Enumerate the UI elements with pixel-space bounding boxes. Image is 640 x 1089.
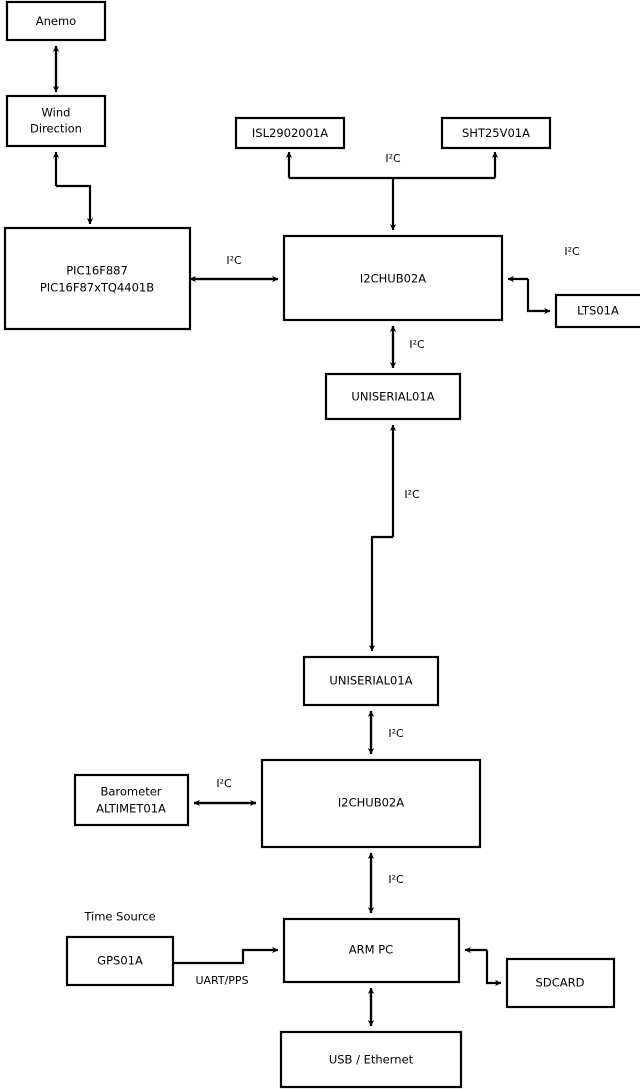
node-anemo-box[interactable]	[5, 0, 107, 42]
node-barometer-box[interactable]	[73, 773, 190, 827]
edge-label-hub-armpc: I²C	[388, 873, 404, 886]
connector-hub-lts-out	[526, 279, 551, 315]
edge-label-pic-hub: I²C	[226, 254, 242, 267]
node-barometer[interactable]: Barometer ALTIMET01A	[73, 773, 190, 827]
node-pic-box[interactable]	[3, 226, 192, 331]
node-uniserial-upper-label: UNISERIAL01A	[351, 390, 434, 404]
node-anemo-label: Anemo	[36, 14, 76, 28]
node-gps-label: GPS01A	[97, 954, 143, 968]
node-isl-label: ISL2902001A	[252, 126, 328, 140]
node-pic-label-line2: PIC16F87xTQ4401B	[40, 281, 154, 295]
node-usb-ethernet-label: USB / Ethernet	[329, 1053, 414, 1067]
node-wind-direction-label-line1: Wind	[42, 106, 71, 120]
node-sdcard-box[interactable]	[505, 957, 616, 1009]
node-pic[interactable]: PIC16F887 PIC16F87xTQ4401B	[3, 226, 192, 331]
edge-label-gps-armpc: UART/PPS	[195, 974, 248, 987]
node-sdcard[interactable]: SDCARD	[505, 957, 616, 1009]
node-wind-direction[interactable]: Wind Direction	[5, 94, 107, 148]
edge-label-uniserial-hub-bottom: I²C	[388, 727, 404, 740]
node-pic-label-line1: PIC16F887	[66, 264, 128, 278]
connector-wind-pic-jog	[56, 184, 94, 225]
edge-label-uniserial-link: I²C	[404, 488, 420, 501]
node-anemo[interactable]: Anemo	[5, 0, 107, 42]
node-usb-ethernet-box[interactable]	[279, 1030, 463, 1089]
node-uniserial-upper[interactable]: UNISERIAL01A	[324, 372, 462, 421]
node-hub-top-box[interactable]	[282, 234, 504, 322]
node-sht[interactable]: SHT25V01A	[440, 116, 552, 150]
connector-uniserial-link-down	[368, 535, 393, 652]
connector-armpc-sdcard-out	[485, 950, 502, 987]
node-armpc-label: ARM PC	[349, 943, 393, 957]
node-armpc-box[interactable]	[282, 917, 461, 984]
node-barometer-label-line1: Barometer	[100, 785, 161, 799]
node-uniserial-lower-box[interactable]	[302, 655, 440, 707]
node-usb-ethernet[interactable]: USB / Ethernet	[279, 1030, 463, 1089]
edge-label-barometer-hub: I²C	[216, 777, 232, 790]
node-sdcard-label: SDCARD	[536, 976, 585, 990]
node-lts-box[interactable]	[554, 293, 640, 329]
node-hub-bottom-label: I2CHUB02A	[338, 796, 404, 810]
node-lts[interactable]: LTS01A	[554, 293, 640, 329]
node-wind-direction-box[interactable]	[5, 94, 107, 148]
edge-label-hub-uniserial: I²C	[409, 338, 425, 351]
node-gps[interactable]: GPS01A	[65, 935, 175, 987]
node-barometer-label-line2: ALTIMET01A	[96, 802, 166, 816]
node-sht-box[interactable]	[440, 116, 552, 150]
node-uniserial-lower[interactable]: UNISERIAL01A	[302, 655, 440, 707]
node-hub-bottom[interactable]: I2CHUB02A	[260, 758, 482, 849]
node-uniserial-upper-box[interactable]	[324, 372, 462, 421]
node-lts-label: LTS01A	[577, 304, 619, 318]
edge-label-hub-lts: I²C	[564, 245, 580, 258]
node-armpc[interactable]: ARM PC	[282, 917, 461, 984]
node-gps-box[interactable]	[65, 935, 175, 987]
connector-gps-armpc	[173, 946, 279, 965]
node-hub-bottom-box[interactable]	[260, 758, 482, 849]
node-isl[interactable]: ISL2902001A	[234, 116, 346, 150]
node-sht-label: SHT25V01A	[462, 126, 530, 140]
node-uniserial-lower-label: UNISERIAL01A	[329, 674, 412, 688]
label-time-source: Time Source	[83, 910, 155, 924]
node-wind-direction-label-line2: Direction	[30, 122, 82, 136]
edge-label-bus-top: I²C	[385, 152, 401, 165]
node-isl-box[interactable]	[234, 116, 346, 150]
node-hub-top-label: I2CHUB02A	[360, 272, 426, 286]
node-hub-top[interactable]: I2CHUB02A	[282, 234, 504, 322]
